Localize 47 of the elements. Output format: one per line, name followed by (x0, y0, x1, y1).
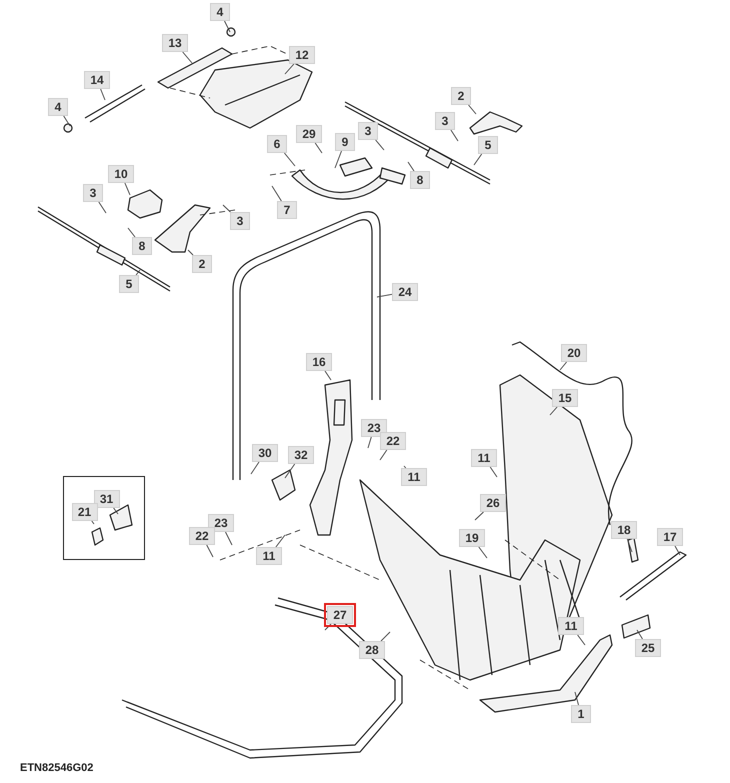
leader-line (478, 546, 488, 558)
leader-line (368, 436, 372, 448)
leader-line (314, 142, 322, 154)
leader-line (188, 250, 194, 256)
leader-line (206, 544, 214, 558)
leader-line (560, 362, 568, 370)
leader-line (128, 228, 136, 238)
leader-line (222, 204, 231, 212)
callout-number: 21 (72, 502, 98, 520)
leader-line (550, 406, 558, 416)
leader-line (404, 466, 406, 468)
leader-line (376, 294, 392, 298)
leader-line (272, 186, 282, 202)
leader-line (275, 534, 286, 548)
leader-line (224, 20, 230, 32)
leader-line (636, 630, 643, 640)
leader-line (63, 116, 70, 126)
leader-line (380, 450, 388, 460)
leader-line (408, 162, 414, 172)
leader-line (284, 152, 296, 166)
leader-line (113, 508, 118, 514)
leader-line (490, 466, 498, 478)
leader-line (250, 462, 260, 474)
leader-line (98, 202, 106, 214)
leader-line (284, 64, 294, 74)
leader-line (474, 154, 482, 166)
leader-line (380, 632, 390, 642)
leader-line (375, 140, 384, 150)
leader-line (334, 150, 342, 168)
leader-line (626, 538, 632, 552)
leader-line (468, 104, 476, 114)
leader-line (474, 512, 484, 520)
callout-number: 31 (94, 490, 120, 508)
leader-line (124, 182, 130, 196)
figure-code: ETN82546G02 (20, 762, 94, 774)
leader-line (136, 270, 140, 276)
leader-line (182, 52, 192, 64)
leader-line (574, 692, 579, 706)
leader-line (91, 520, 94, 524)
leader-line (577, 634, 586, 646)
leader-line (225, 532, 232, 546)
leader-line (674, 546, 680, 556)
callout-number: 4 (210, 3, 230, 21)
leader-line (450, 130, 458, 142)
leader-line (100, 88, 106, 100)
leader-line (324, 370, 332, 380)
leader-line (284, 464, 296, 478)
